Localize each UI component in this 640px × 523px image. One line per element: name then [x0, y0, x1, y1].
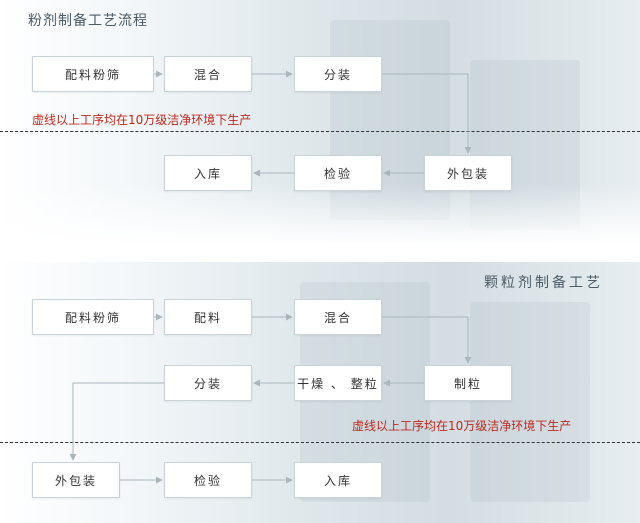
clean-room-boundary-line [0, 442, 640, 443]
clean-room-note: 虚线以上工序均在10万级洁净环境下生产 [352, 419, 572, 433]
step-ingredient-sieving: 配料粉筛 [32, 299, 154, 335]
step-drying-sizing: 干燥 、 整粒 [294, 365, 382, 401]
step-warehousing: 入库 [164, 155, 252, 191]
clean-room-note: 虚线以上工序均在10万级洁净环境下生产 [32, 113, 252, 127]
step-inspection: 检验 [164, 462, 252, 498]
powder-process-title: 粉剂制备工艺流程 [28, 13, 148, 29]
factory-photo-shape [470, 302, 590, 502]
step-outer-packaging: 外包装 [32, 462, 120, 498]
powder-background [0, 0, 640, 244]
flow-arrow [69, 382, 164, 461]
step-warehousing: 入库 [294, 462, 382, 498]
step-outer-packaging: 外包装 [424, 155, 512, 191]
step-packaging: 分装 [294, 56, 382, 92]
step-mixing: 混合 [294, 299, 382, 335]
step-granulation: 制粒 [424, 365, 512, 401]
step-ingredient-sieving: 配料粉筛 [32, 56, 154, 92]
flow-arrow [382, 73, 472, 154]
granule-process-title: 颗粒剂制备工艺 [484, 275, 603, 291]
step-inspection: 检验 [294, 155, 382, 191]
flow-arrow [382, 316, 472, 364]
step-batching: 配料 [164, 299, 252, 335]
clean-room-boundary-line [0, 131, 640, 132]
step-packaging: 分装 [164, 365, 252, 401]
background-fade [0, 184, 640, 244]
step-mixing: 混合 [164, 56, 252, 92]
